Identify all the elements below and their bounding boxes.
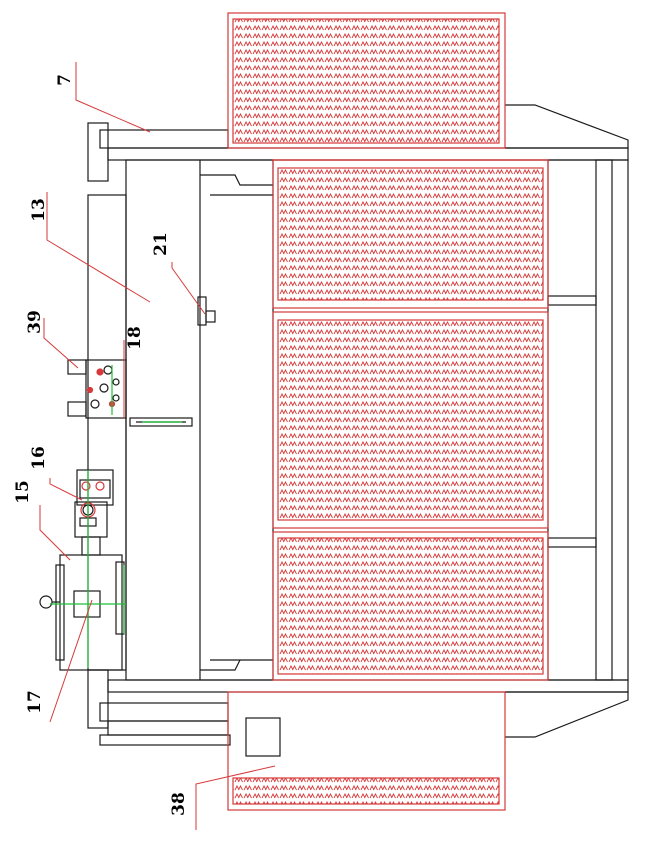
label-7: 7: [55, 74, 75, 86]
label-18: 18: [125, 326, 145, 350]
mesh-panel-3: [272, 531, 549, 681]
label-13: 13: [29, 198, 49, 222]
label-17: 17: [25, 690, 45, 714]
label-15: 15: [13, 480, 33, 504]
label-16: 16: [29, 446, 49, 470]
label-39: 39: [25, 310, 45, 334]
part-labels: 7 13 21 39 18 16 15 17 38: [13, 74, 189, 816]
label-38: 38: [169, 792, 189, 816]
panel-covers: [80, 12, 549, 811]
top-cover-panel: [227, 12, 506, 149]
leader-lines: [39, 62, 276, 830]
center-lines: [50, 365, 182, 668]
electric-cabinet: [227, 691, 506, 811]
mesh-panel-2: [272, 311, 549, 529]
label-21: 21: [151, 232, 171, 256]
main-frame: [39, 104, 629, 757]
